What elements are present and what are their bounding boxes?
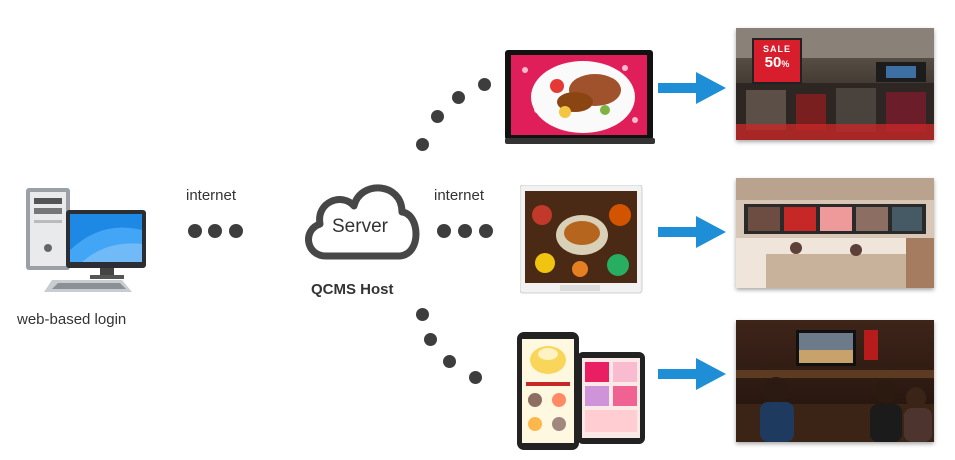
link-dot — [437, 224, 451, 238]
arrow-right-icon — [658, 358, 728, 390]
sale-sign-unit: % — [781, 59, 789, 69]
link-dot — [188, 224, 202, 238]
link-dot — [443, 355, 456, 368]
store-photo: SALE 50% — [736, 28, 934, 140]
link-dot — [469, 371, 482, 384]
link-dot — [208, 224, 222, 238]
client-label: web-based login — [17, 311, 126, 328]
arrow-right-icon — [658, 216, 728, 248]
internet-label-left: internet — [186, 187, 236, 204]
tablet-screens — [515, 330, 650, 452]
server-text: Server — [332, 216, 388, 238]
link-dot — [478, 78, 491, 91]
link-dot — [452, 91, 465, 104]
link-dot — [416, 138, 429, 151]
sale-sign-text: SALE — [754, 44, 800, 54]
link-dot — [229, 224, 243, 238]
arrow-right-icon — [658, 72, 728, 104]
link-dot — [424, 333, 437, 346]
computer-icon — [22, 180, 152, 295]
display-screen — [520, 185, 645, 297]
sale-sign: SALE 50% — [752, 38, 802, 84]
link-dot — [479, 224, 493, 238]
server-host-label: QCMS Host — [311, 281, 394, 298]
restaurant-photo — [736, 178, 934, 288]
link-dot — [416, 308, 429, 321]
bar-photo — [736, 320, 934, 442]
internet-label-right: internet — [434, 187, 484, 204]
link-dot — [431, 110, 444, 123]
sale-sign-value: 50 — [765, 54, 782, 71]
link-dot — [458, 224, 472, 238]
display-screen — [505, 50, 655, 145]
